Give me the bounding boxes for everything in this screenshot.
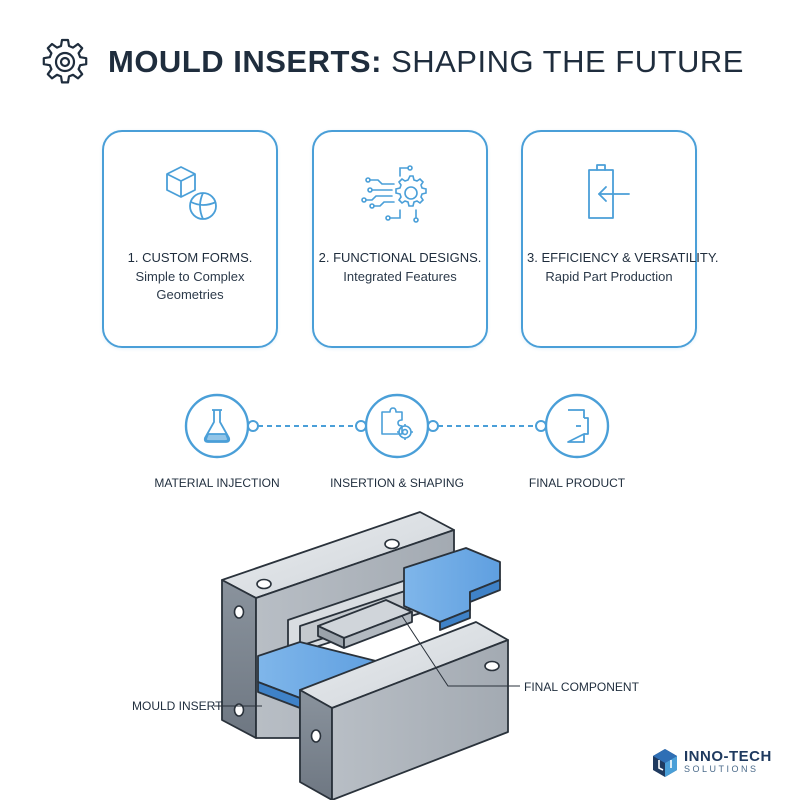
page-header: MOULD INSERTS: SHAPING THE FUTURE [40, 36, 744, 88]
feature-card-functional-designs: 2. FUNCTIONAL DESIGNS. Integrated Featur… [312, 130, 488, 348]
logo-name: INNO-TECH [684, 748, 772, 765]
brand-logo: INNO-TECH SOLUTIONS [652, 748, 772, 778]
gear-icon [42, 38, 88, 84]
title-bold: MOULD INSERTS: [108, 44, 382, 79]
step-label-final-product: FINAL PRODUCT [528, 476, 626, 490]
battery-arrow-icon [588, 164, 630, 219]
mould-illustration [214, 511, 520, 800]
cube-sphere-icon [166, 166, 217, 220]
mould-diagram: MOULD INSERT FINAL COMPONENT [0, 500, 800, 800]
process-connector [184, 393, 610, 459]
card-title: 3. EFFICIENCY & VERSATILITY. [527, 250, 719, 265]
callout-mould-insert: MOULD INSERT [132, 699, 223, 713]
feature-card-custom-forms: 1. CUSTOM FORMS. Simple to Complex Geome… [102, 130, 278, 348]
circuit-gear-icon [361, 165, 427, 223]
callout-final-component: FINAL COMPONENT [524, 680, 639, 694]
card-title: 2. FUNCTIONAL DESIGNS. [318, 250, 482, 265]
step-label-insertion-shaping: INSERTION & SHAPING [330, 476, 464, 490]
card-title: 1. CUSTOM FORMS. [127, 250, 253, 265]
feature-card-efficiency: 3. EFFICIENCY & VERSATILITY. Rapid Part … [521, 130, 719, 348]
card-subtitle: Rapid Part Production [545, 269, 673, 284]
cube-logo-icon [653, 749, 677, 777]
logo-subtitle: SOLUTIONS [684, 764, 759, 774]
process-flow: MATERIAL INJECTION INSERTION & SHAPING F… [0, 388, 800, 498]
card-subtitle: Simple to Complex Geometries [135, 269, 245, 302]
card-subtitle: Integrated Features [343, 269, 457, 284]
title-light: SHAPING THE FUTURE [391, 44, 744, 79]
page-title: MOULD INSERTS: SHAPING THE FUTURE [108, 44, 744, 80]
product-door-icon [567, 409, 589, 443]
flask-icon [203, 409, 231, 443]
step-label-material-injection: MATERIAL INJECTION [154, 476, 280, 490]
puzzle-gear-icon [381, 407, 413, 440]
